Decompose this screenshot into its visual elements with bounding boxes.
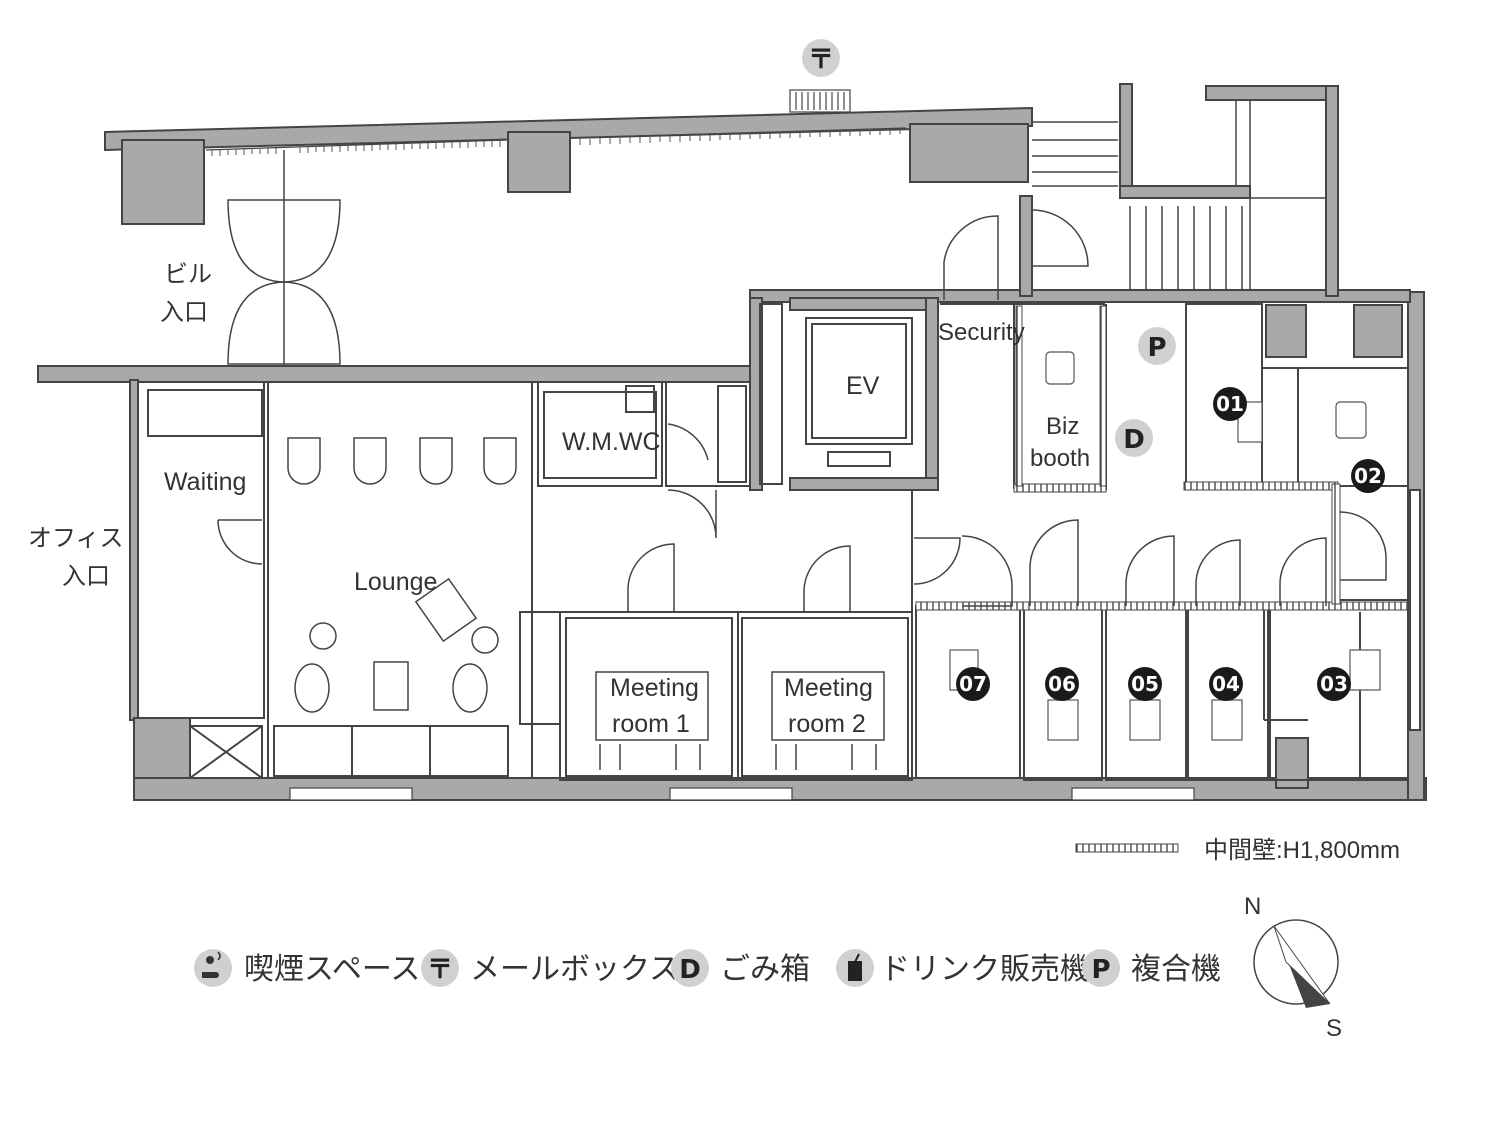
meeting-furniture: [595, 671, 885, 770]
low-partitions: [915, 305, 1409, 611]
svg-text:D: D: [1123, 425, 1145, 455]
lounge-furniture: [287, 437, 517, 713]
svg-text:ごみ箱: ごみ箱: [720, 953, 810, 986]
svg-text:04: 04: [1212, 672, 1240, 696]
svg-text:07: 07: [959, 672, 987, 696]
meeting-room-2-label-2: room 2: [788, 710, 866, 738]
booth-badge-02: 02: [1351, 459, 1385, 493]
mail-slot: [789, 89, 851, 113]
booth-badges: 01 02 03 04 05 06 07: [956, 387, 1385, 701]
booth-badge-03: 03: [1317, 667, 1351, 701]
booth-furniture: [949, 351, 1381, 741]
svg-text:複合機: 複合機: [1131, 953, 1221, 986]
lounge-label: Lounge: [354, 568, 437, 596]
svg-text:〒: 〒: [808, 45, 834, 75]
building-entrance-label: ビル: [164, 261, 212, 288]
top-radiator-ticks: [211, 128, 901, 156]
svg-text:中間壁:H1,800mm: 中間壁:H1,800mm: [1204, 837, 1400, 864]
svg-text:P: P: [1091, 955, 1110, 985]
booth-badge-01: 01: [1213, 387, 1247, 421]
interior-walls: [137, 303, 1421, 781]
legend-mailbox: 〒 メールボックス: [421, 949, 679, 987]
compass-icon: N S: [1244, 893, 1342, 1042]
svg-text:ドリンク販売機: ドリンク販売機: [880, 953, 1090, 986]
ev-label: EV: [846, 372, 880, 400]
svg-text:06: 06: [1048, 672, 1076, 696]
svg-text:N: N: [1244, 893, 1261, 920]
booth-badge-04: 04: [1209, 667, 1243, 701]
svg-text:喫煙スペース: 喫煙スペース: [244, 953, 420, 986]
office-entrance-label-2: 入口: [62, 563, 110, 590]
building-entrance-doors: [227, 150, 341, 366]
exterior-walls: [37, 83, 1427, 801]
legend-trash: D ごみ箱: [671, 949, 810, 987]
doors: [217, 209, 1387, 612]
trash-icon: D: [1115, 419, 1153, 457]
booth-badge-06: 06: [1045, 667, 1079, 701]
svg-text:02: 02: [1354, 464, 1382, 488]
security-label: Security: [938, 319, 1025, 346]
waiting-label: Waiting: [164, 468, 246, 496]
svg-text:S: S: [1326, 1015, 1342, 1042]
staircase: [1032, 100, 1326, 290]
biz-booth-label: Biz: [1046, 413, 1079, 440]
legend: 喫煙スペース 〒 メールボックス D ごみ箱 ドリンク販売機 P 複合機: [194, 949, 1221, 987]
svg-text:D: D: [679, 955, 701, 985]
printer-icon: P: [1138, 327, 1176, 365]
partition-note: 中間壁:H1,800mm: [1075, 837, 1400, 864]
mailbox-icon: 〒: [802, 39, 840, 77]
svg-text:01: 01: [1216, 392, 1244, 416]
biz-booth-label-2: booth: [1030, 445, 1090, 472]
meeting-room-1-label-2: room 1: [612, 710, 690, 738]
svg-text:メールボックス: メールボックス: [470, 953, 679, 986]
legend-smoking: 喫煙スペース: [194, 949, 420, 987]
legend-drink: ドリンク販売機: [836, 949, 1090, 987]
booth-badge-07: 07: [956, 667, 990, 701]
svg-text:03: 03: [1320, 672, 1348, 696]
svg-text:05: 05: [1131, 672, 1159, 696]
svg-text:〒: 〒: [427, 955, 453, 985]
bottom-windows: [289, 787, 1195, 801]
meeting-room-1-label: Meeting: [610, 674, 699, 702]
legend-printer: P 複合機: [1082, 949, 1221, 987]
svg-text:P: P: [1147, 333, 1166, 363]
building-entrance-label-2: 入口: [160, 299, 208, 326]
office-entrance-label: オフィス: [28, 525, 124, 552]
meeting-room-2-label: Meeting: [784, 674, 873, 702]
wmwc-label: W.M.WC: [562, 428, 661, 456]
booth-badge-05: 05: [1128, 667, 1162, 701]
